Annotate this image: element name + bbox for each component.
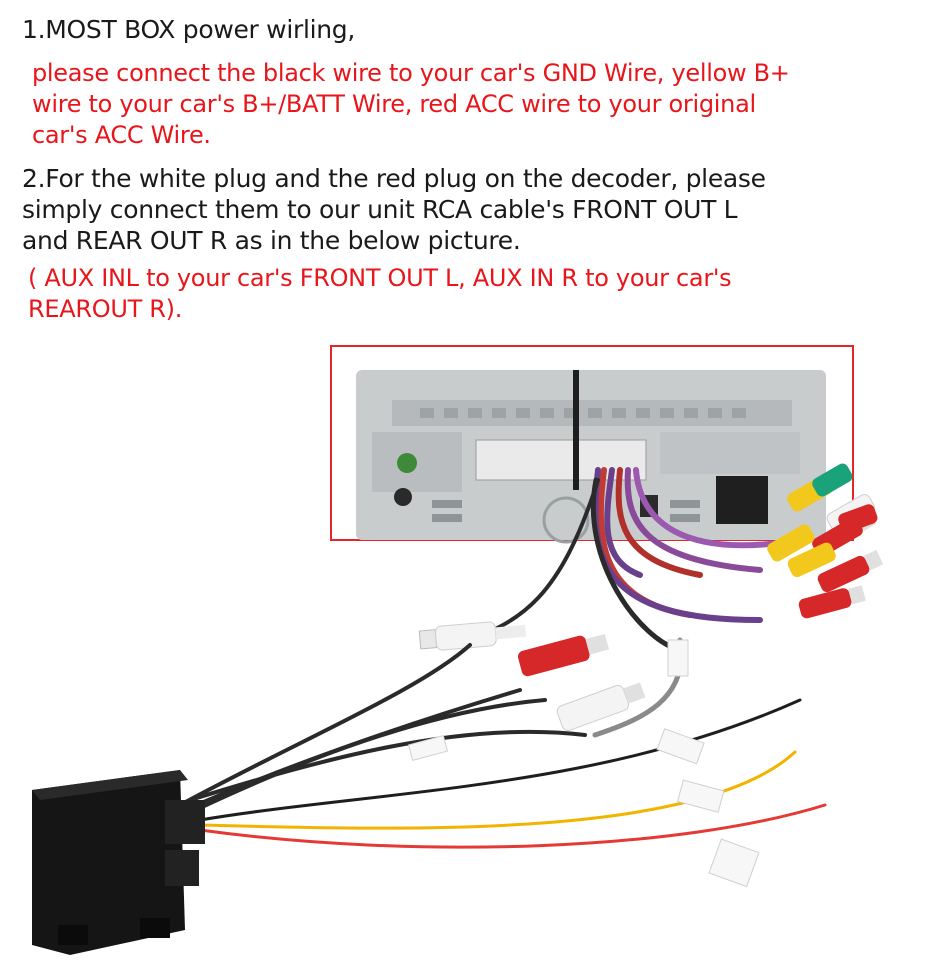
step2-title: 2.For the white plug and the red plug on… bbox=[22, 164, 766, 255]
rca-harness-wires bbox=[468, 467, 803, 653]
gnd-wire bbox=[198, 698, 802, 822]
gps-antenna-port bbox=[397, 453, 417, 473]
step2-detail: ( AUX INL to your car's FRONT OUT L, AUX… bbox=[28, 264, 732, 323]
wire-tags bbox=[407, 639, 760, 888]
step1-title: 1.MOST BOX power wirling, bbox=[22, 15, 355, 44]
square-connector bbox=[716, 476, 768, 524]
vent-block bbox=[372, 432, 462, 492]
decoder-wires bbox=[178, 637, 827, 849]
rca-connector-cluster bbox=[767, 463, 884, 619]
cable-tie bbox=[573, 370, 579, 490]
acc-wire bbox=[198, 803, 827, 849]
decoder-rca-plugs bbox=[418, 621, 646, 732]
wiring-illustration bbox=[32, 345, 884, 955]
rear-label-area bbox=[660, 432, 800, 474]
batt-wire bbox=[198, 750, 797, 830]
most-decoder-box bbox=[32, 770, 205, 955]
step1-detail: please connect the black wire to your ca… bbox=[32, 59, 790, 149]
antenna-plug bbox=[394, 488, 412, 506]
